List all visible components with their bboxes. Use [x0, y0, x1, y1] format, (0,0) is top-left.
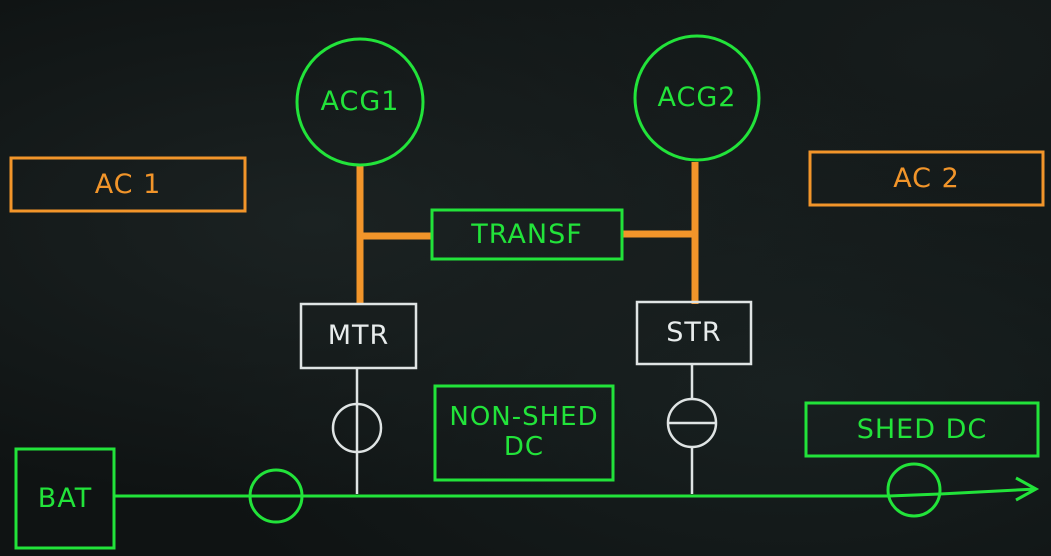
ac2-bus-box[interactable]	[808, 150, 1045, 207]
str-box[interactable]	[635, 300, 753, 366]
non-shed-dc-label-line1: NON-SHED	[449, 402, 599, 433]
bat-box[interactable]	[14, 447, 116, 550]
transf-label: TRANSF	[471, 218, 583, 250]
acg2-label: ACG2	[657, 82, 737, 114]
bat-contactor-icon[interactable]	[248, 468, 304, 524]
transf-box[interactable]	[430, 208, 624, 261]
shed-dc-label: SHED DC	[856, 413, 988, 445]
acg2-generator-circle[interactable]	[633, 34, 761, 162]
shed-dc-box[interactable]	[804, 401, 1040, 458]
dc-bus-line	[114, 476, 1040, 502]
ac1-bus-box[interactable]	[9, 156, 247, 213]
converter-output-lines	[355, 364, 694, 494]
ac2-label: AC 2	[893, 162, 960, 194]
str-contactor-icon[interactable]	[666, 397, 718, 449]
acg1-label: ACG1	[320, 86, 400, 118]
non-shed-dc-label: NON-SHED DC	[435, 386, 613, 480]
ac-bus-lines	[356, 162, 699, 304]
mtr-label: MTR	[327, 320, 390, 352]
shed-dc-contactor-icon[interactable]	[886, 462, 942, 518]
mtr-contactor-icon[interactable]	[331, 402, 383, 454]
mtr-box[interactable]	[299, 302, 418, 370]
non-shed-dc-label-line2: DC	[503, 432, 545, 462]
non-shed-dc-box[interactable]	[433, 384, 615, 482]
acg1-generator-circle[interactable]	[295, 37, 425, 167]
bat-label: BAT	[37, 482, 93, 514]
ac1-label: AC 1	[94, 168, 162, 200]
str-label: STR	[666, 317, 722, 349]
